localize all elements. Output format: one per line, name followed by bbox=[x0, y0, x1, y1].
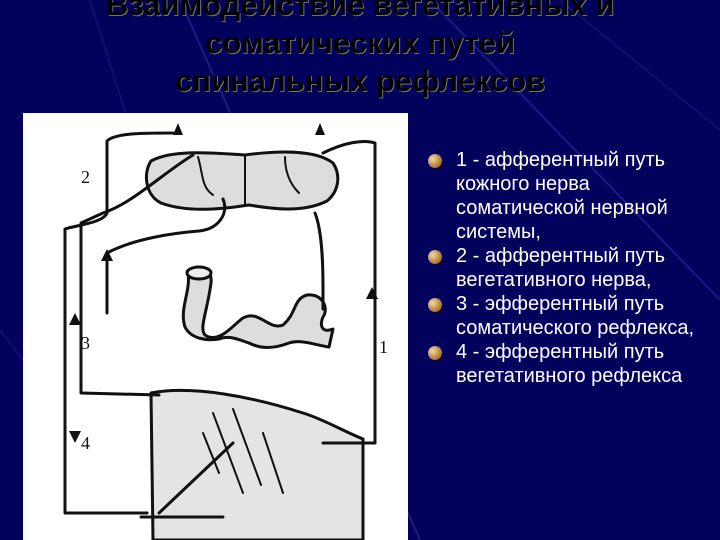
label-2: 2 bbox=[81, 167, 90, 187]
legend-list: 1 - афферентный путь кожного нерва сомат… bbox=[428, 148, 708, 388]
legend-item: 1 - афферентный путь кожного нерва сомат… bbox=[428, 148, 708, 244]
tissue-block bbox=[149, 388, 365, 540]
legend-text-3: 3 - эфферентный путь соматического рефле… bbox=[456, 293, 694, 339]
legend-item: 4 - эфферентный путь вегетативного рефле… bbox=[428, 340, 708, 388]
bullet-icon bbox=[428, 154, 442, 168]
bullet-icon bbox=[428, 250, 442, 264]
label-4: 4 bbox=[81, 433, 90, 453]
slide-title: Взаимодействие вегетативных и соматическ… bbox=[0, 0, 720, 100]
organ-loop bbox=[181, 265, 335, 349]
title-line-2: соматических путей bbox=[204, 25, 516, 60]
title-line-3: спинальных рефлексов bbox=[174, 63, 546, 98]
legend-text-4: 4 - эфферентный путь вегетативного рефле… bbox=[456, 341, 683, 387]
reflex-diagram: 2 3 4 1 bbox=[23, 113, 408, 540]
bullet-icon bbox=[428, 298, 442, 312]
bullet-icon bbox=[428, 346, 442, 360]
title-line-1: Взаимодействие вегетативных и bbox=[105, 0, 615, 22]
legend-item: 2 - афферентный путь вегетативного нерва… bbox=[428, 244, 708, 292]
pathway-1 bbox=[321, 139, 377, 445]
label-3: 3 bbox=[81, 333, 90, 353]
pathway-4 bbox=[105, 197, 227, 315]
legend-text-2: 2 - афферентный путь вегетативного нерва… bbox=[456, 245, 666, 291]
pathway-3 bbox=[79, 153, 195, 397]
reflex-pathways-drawing: 2 3 4 1 bbox=[63, 123, 388, 540]
spinal-cord-section bbox=[144, 150, 340, 211]
label-1: 1 bbox=[379, 337, 388, 357]
legend-item: 3 - эфферентный путь соматического рефле… bbox=[428, 292, 708, 340]
legend-text-1: 1 - афферентный путь кожного нерва сомат… bbox=[456, 149, 668, 243]
